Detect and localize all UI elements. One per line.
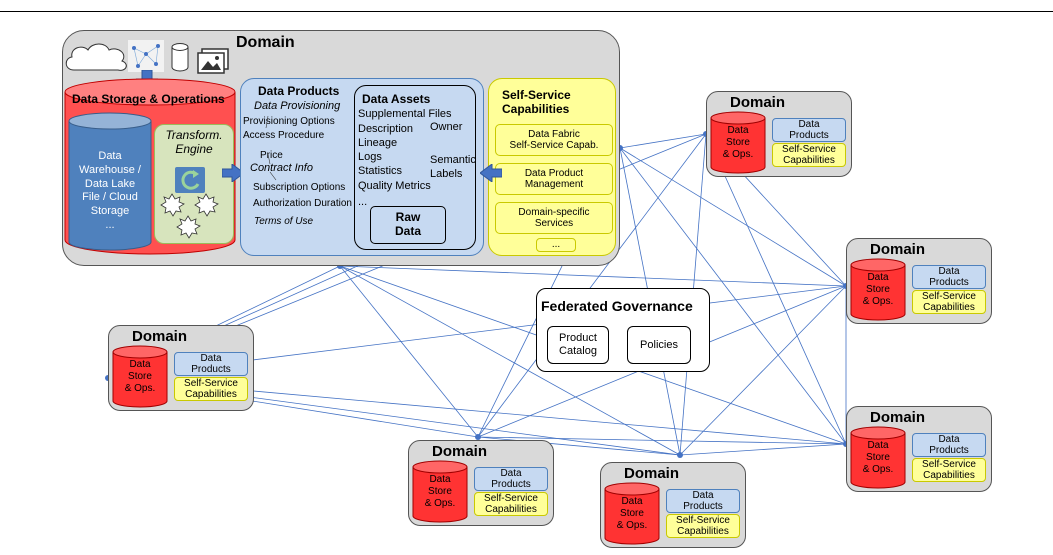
- statistics-label: Statistics: [358, 165, 403, 177]
- raw-data-box: Raw Data: [370, 206, 446, 244]
- warehouse-label: Data Warehouse / Data Lake File / Cloud …: [79, 150, 141, 231]
- data-store-label: Data Store & Ops.: [616, 496, 648, 531]
- self-service-box: Self-Service Capabilities: [912, 290, 986, 314]
- domain-specific-services-box: Domain-specific Services: [495, 202, 613, 234]
- data-storage-title: Data Storage & Operations: [72, 92, 225, 106]
- gear-icon: [160, 193, 219, 239]
- terms-of-use-label: Terms of Use: [254, 216, 314, 227]
- data-products-box: Data Products: [174, 352, 248, 376]
- peer-domain-title: Domain: [132, 328, 188, 345]
- provisioning-options-label: Provisioning Options: [243, 116, 335, 127]
- description-label: Description: [358, 123, 414, 135]
- data-products-box: Data Products: [772, 118, 846, 142]
- more-services-box: ...: [536, 238, 576, 252]
- self-service-box: Self-Service Capabilities: [474, 492, 548, 516]
- peer-domain-title: Domain: [870, 241, 926, 258]
- data-store-cylinder: [850, 258, 906, 321]
- self-service-title: Self-Service Capabilities: [502, 88, 571, 117]
- data-store-cylinder: [850, 426, 906, 489]
- authorization-duration-label: Authorization Duration: [253, 198, 352, 209]
- data-store-cylinder: [710, 111, 766, 174]
- images-icon: [197, 48, 229, 74]
- data-products-box: Data Products: [912, 265, 986, 289]
- right-arrow-icon: [222, 164, 244, 182]
- data-products-box: Data Products: [912, 433, 986, 457]
- quality-metrics-label: Quality Metrics: [358, 180, 431, 192]
- warehouse-cylinder: [68, 112, 152, 251]
- main-domain-title: Domain: [236, 34, 295, 51]
- database-icon: [171, 43, 189, 72]
- data-store-label: Data Store & Ops.: [124, 359, 156, 394]
- price-label: Price: [260, 150, 283, 161]
- policies-box: Policies: [627, 326, 691, 364]
- data-products-title: Data Products: [258, 84, 340, 98]
- self-service-box: Self-Service Capabilities: [666, 514, 740, 538]
- self-service-box: Self-Service Capabilities: [912, 458, 986, 482]
- data-store-label: Data Store & Ops.: [424, 474, 456, 509]
- data-store-cylinder: [112, 345, 168, 408]
- self-service-box: Self-Service Capabilities: [772, 143, 846, 167]
- data-product-management-box: Data Product Management: [495, 163, 613, 195]
- assets-ellipsis: ...: [358, 196, 368, 208]
- labels-label: Labels: [430, 168, 463, 180]
- peer-domain-title: Domain: [432, 443, 488, 460]
- data-store-label: Data Store & Ops.: [862, 440, 894, 475]
- peer-domain-title: Domain: [870, 409, 926, 426]
- data-store-cylinder: [604, 482, 660, 545]
- data-store-cylinder: [412, 460, 468, 523]
- cloud-icon: [65, 43, 127, 71]
- data-store-label: Data Store & Ops.: [722, 125, 754, 160]
- left-arrow-icon: [480, 164, 502, 182]
- peer-domain-title: Domain: [730, 94, 786, 111]
- product-catalog-box: Product Catalog: [547, 326, 609, 364]
- data-products-box: Data Products: [474, 467, 548, 491]
- owner-label: Owner: [430, 121, 463, 133]
- data-assets-title: Data Assets: [362, 92, 431, 106]
- data-products-box: Data Products: [666, 489, 740, 513]
- access-procedure-label: Access Procedure: [243, 130, 325, 141]
- governance-title: Federated Governance: [541, 298, 693, 314]
- lineage-label: Lineage: [358, 137, 398, 149]
- data-provisioning-label: Data Provisioning: [254, 100, 341, 112]
- logs-label: Logs: [358, 151, 382, 163]
- peer-domain-title: Domain: [624, 465, 680, 482]
- subscription-options-label: Subscription Options: [253, 182, 346, 193]
- semantic-label: Semantic: [430, 154, 476, 166]
- top-rule: [0, 11, 1053, 12]
- contract-info-label: Contract Info: [250, 162, 313, 174]
- supplemental-files-label: Supplemental Files: [358, 108, 452, 120]
- self-service-box: Self-Service Capabilities: [174, 377, 248, 401]
- network-icon: [128, 40, 164, 72]
- data-store-label: Data Store & Ops.: [862, 272, 894, 307]
- refresh-icon: [175, 167, 205, 193]
- transform-engine-label: Transform. Engine: [165, 128, 223, 156]
- data-fabric-box: Data Fabric Self-Service Capab.: [495, 124, 613, 156]
- connector-ticks: [265, 115, 277, 181]
